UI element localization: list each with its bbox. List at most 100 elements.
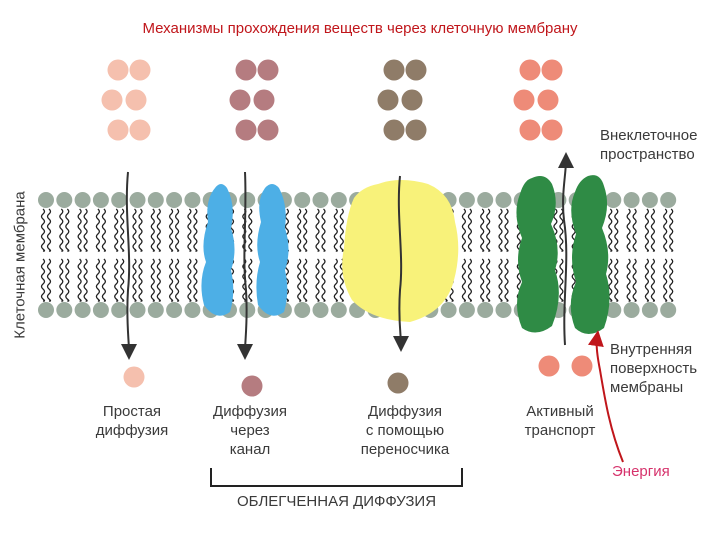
lipid-tail (187, 258, 192, 302)
lipid-tail (156, 258, 161, 302)
lipid-tail (516, 258, 521, 302)
simple-diffusion-particle (101, 89, 123, 111)
lipid-tail (132, 258, 137, 302)
lipid-tail (632, 208, 637, 252)
lipid-tail (95, 258, 101, 302)
carrier-diffusion-particle (383, 119, 405, 141)
simple-diffusion-particle (107, 119, 129, 141)
lipid-tail (669, 258, 674, 302)
lipid-head (147, 192, 164, 208)
lipid-tail (138, 258, 143, 302)
lipid-tail (174, 208, 180, 252)
lipid-tail (339, 208, 344, 252)
lipid-tail (333, 258, 338, 302)
lipid-tail (644, 258, 650, 302)
lipid-tail (248, 258, 253, 302)
carrier-diffusion-particle (405, 59, 427, 81)
inner-surface-label-line1: Внутренняя (610, 341, 693, 358)
mechanism-carrier-diffusion: Диффузия с помощью переносчика (345, 402, 465, 459)
lipid-head (129, 192, 146, 208)
mechanism-simple-diffusion: Простая диффузия (82, 402, 182, 440)
carrier-diffusion-particle (387, 372, 409, 394)
lipid-tail (65, 208, 70, 252)
lipid-tail (297, 258, 302, 302)
channel-diffusion-particle (235, 59, 257, 81)
lipid-tail (614, 258, 619, 302)
lipid-tail (120, 208, 125, 252)
lipid-head (129, 302, 146, 318)
extracellular-label-line1: Внеклеточное (600, 127, 698, 144)
lipid-tail (150, 208, 155, 252)
lipid-tail (248, 208, 253, 252)
lipid-tail (95, 208, 101, 252)
channel-protein-left (201, 184, 235, 316)
lipid-head (477, 192, 494, 208)
lipid-tail (339, 258, 344, 302)
channel-diffusion-particle (253, 89, 275, 111)
channel-diffusion-particle (229, 89, 251, 111)
lipid-head (623, 192, 640, 208)
inner-surface-label-line2: поверхность (610, 360, 698, 377)
lipid-tail (504, 258, 509, 302)
extracellular-label: Внеклеточное пространство (600, 126, 697, 164)
lipid-tail (663, 258, 668, 302)
active-transport-particle (541, 119, 563, 141)
lipid-tail (297, 208, 302, 252)
lipid-tail (168, 208, 174, 252)
transport-arrows (120, 152, 624, 487)
lipid-tail (303, 208, 308, 252)
lipid-tail (65, 258, 70, 302)
active-transport-particle (571, 355, 593, 377)
lipid-tail (46, 258, 52, 302)
lipid-tail (461, 258, 467, 302)
lipid-head (147, 302, 164, 318)
lipid-head (605, 192, 622, 208)
lipid-head (239, 192, 256, 208)
lipid-tail (101, 258, 107, 302)
lipid-tail (333, 208, 338, 252)
lipid-head (660, 192, 677, 208)
membrane-proteins (201, 175, 610, 334)
lipid-tail (467, 208, 473, 252)
active-transport-particle (513, 89, 535, 111)
channel-diffusion-particle (257, 119, 279, 141)
carrier-diffusion-particle (405, 119, 427, 141)
simple-diffusion-particle (129, 59, 151, 81)
diagram-title: Механизмы прохождения веществ через клет… (142, 20, 578, 37)
lipid-head (38, 302, 54, 318)
lipid-tail (559, 258, 564, 302)
lipid-head (74, 302, 91, 318)
lipid-tail (644, 208, 650, 252)
pump-protein-right (570, 175, 610, 334)
simple-diffusion-arrow (120, 171, 137, 360)
lipid-head (330, 192, 347, 208)
lipid-tail (650, 258, 656, 302)
lipid-tail (486, 208, 491, 252)
lipid-head (294, 192, 311, 208)
lipid-head (74, 192, 91, 208)
lipid-head (56, 192, 73, 208)
pump-protein-left (516, 176, 559, 333)
channel-diffusion-particle (257, 59, 279, 81)
lipid-tail (132, 208, 137, 252)
lipid-head (38, 192, 54, 208)
lipid-tail (321, 258, 326, 302)
lipid-tail (632, 258, 637, 302)
particles (101, 59, 593, 397)
lipid-tail (174, 258, 180, 302)
lipid-tail (193, 208, 198, 252)
lipid-tail (150, 258, 155, 302)
lipid-tail (461, 208, 467, 252)
lipid-tail (46, 208, 52, 252)
lipid-tail (626, 208, 631, 252)
lipid-tail (40, 208, 46, 252)
channel-protein-right (256, 184, 289, 316)
lipid-tail (59, 208, 64, 252)
channel-diffusion-particle (235, 119, 257, 141)
lipid-head (660, 302, 677, 318)
lipid-head (184, 192, 201, 208)
lipid-tail (315, 208, 320, 252)
lipid-tail (663, 208, 668, 252)
lipid-tail (168, 258, 174, 302)
lipid-tail (321, 208, 326, 252)
